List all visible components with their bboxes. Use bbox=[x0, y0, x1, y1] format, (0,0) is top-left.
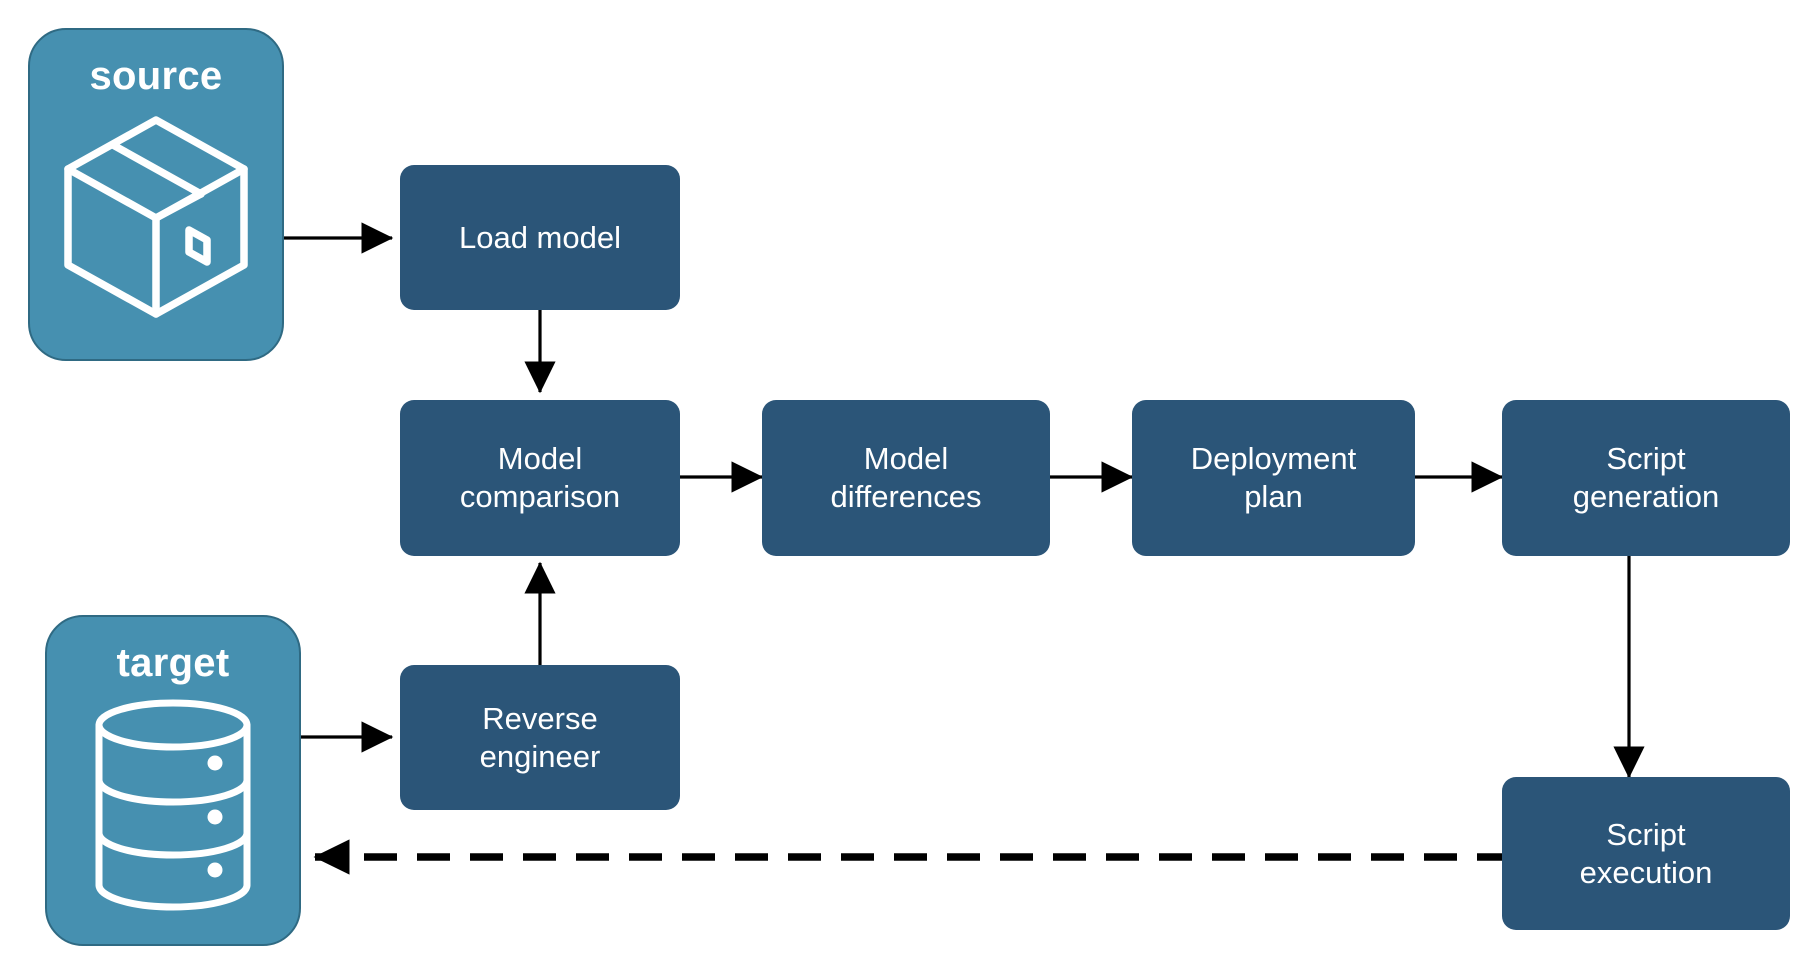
process-load-model[interactable]: Load model bbox=[400, 165, 680, 310]
process-script-generation[interactable]: Script generation bbox=[1502, 400, 1790, 556]
process-model-differences[interactable]: Model differences bbox=[762, 400, 1050, 556]
process-reverse-engineer[interactable]: Reverse engineer bbox=[400, 665, 680, 810]
endpoint-source-label: source bbox=[89, 54, 223, 98]
process-script-execution[interactable]: Script execution bbox=[1502, 777, 1790, 930]
process-deployment-plan[interactable]: Deployment plan bbox=[1132, 400, 1415, 556]
endpoint-target-label: target bbox=[116, 641, 230, 685]
endpoint-source[interactable]: source bbox=[28, 28, 284, 361]
process-model-comparison[interactable]: Model comparison bbox=[400, 400, 680, 556]
endpoint-target[interactable]: target bbox=[45, 615, 301, 946]
database-cylinder-icon bbox=[95, 699, 251, 911]
package-box-icon bbox=[64, 116, 248, 318]
